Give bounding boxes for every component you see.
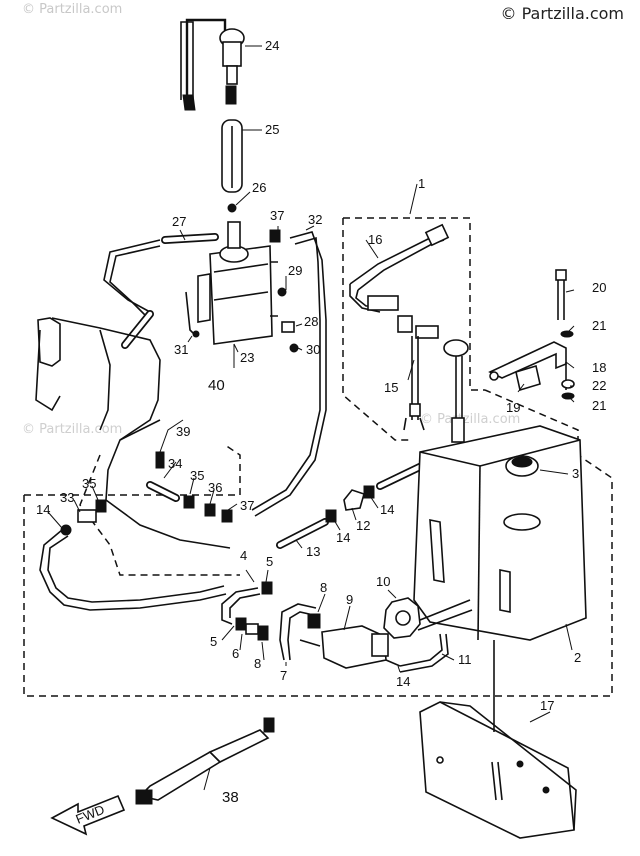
label-40: 40 bbox=[208, 377, 225, 394]
label-14c: 14 bbox=[380, 502, 394, 517]
label-32: 32 bbox=[308, 212, 322, 227]
label-29: 29 bbox=[288, 263, 302, 278]
fuel-pump-9[interactable] bbox=[257, 613, 401, 669]
watermark-top: © Partzilla.com bbox=[500, 4, 624, 23]
label-8b: 8 bbox=[254, 656, 261, 671]
label-19: 19 bbox=[506, 400, 520, 415]
label-23: 23 bbox=[240, 350, 254, 365]
engine-fittings-lower[interactable] bbox=[60, 451, 233, 536]
label-30: 30 bbox=[306, 342, 320, 357]
label-17: 17 bbox=[540, 698, 554, 713]
label-31: 31 bbox=[174, 342, 188, 357]
tank-strap-18[interactable] bbox=[488, 341, 567, 390]
label-35a: 35 bbox=[82, 476, 96, 491]
label-6: 6 bbox=[232, 646, 239, 661]
watermark-mid-right: © Partzilla.com bbox=[420, 412, 521, 427]
label-35b: 35 bbox=[190, 468, 204, 483]
watermark-top-left: © Partzilla.com bbox=[22, 2, 123, 17]
label-5b: 5 bbox=[210, 634, 217, 649]
label-34: 34 bbox=[168, 456, 182, 471]
label-33: 33 bbox=[60, 490, 74, 505]
strap-clip-19[interactable] bbox=[515, 364, 541, 392]
label-12: 12 bbox=[356, 518, 370, 533]
fuel-connector-10[interactable] bbox=[383, 597, 421, 639]
label-16: 16 bbox=[368, 232, 382, 247]
label-8a: 8 bbox=[320, 580, 327, 595]
hose-27[interactable] bbox=[161, 233, 219, 244]
label-4: 4 bbox=[240, 548, 247, 563]
label-15: 15 bbox=[384, 380, 398, 395]
bracket-17[interactable] bbox=[419, 640, 577, 839]
fuel-tank-2[interactable] bbox=[413, 425, 587, 641]
label-26: 26 bbox=[252, 180, 266, 195]
label-22: 22 bbox=[592, 378, 606, 393]
fwd-arrow-icon: FWD bbox=[50, 794, 126, 836]
fuel-line-38[interactable] bbox=[135, 717, 275, 805]
tube-25[interactable] bbox=[221, 119, 243, 193]
hose-7[interactable] bbox=[279, 603, 319, 661]
tank-cap-3[interactable] bbox=[539, 469, 569, 475]
hose-to-tank[interactable] bbox=[417, 599, 473, 631]
label-21a: 21 bbox=[592, 318, 606, 333]
label-27: 27 bbox=[172, 214, 186, 229]
hose-left-loop[interactable] bbox=[103, 239, 161, 349]
oil-level-gauge-24[interactable] bbox=[180, 18, 245, 111]
label-37a: 37 bbox=[270, 208, 284, 223]
label-38: 38 bbox=[222, 789, 239, 806]
part-labels: 24 25 26 27 37 32 29 28 30 31 23 40 1 16… bbox=[36, 38, 606, 806]
hose-32[interactable] bbox=[251, 231, 327, 517]
label-1: 1 bbox=[418, 176, 425, 191]
hose-11[interactable] bbox=[399, 633, 449, 673]
label-13: 13 bbox=[306, 544, 320, 559]
label-9: 9 bbox=[346, 592, 353, 607]
label-36: 36 bbox=[208, 480, 222, 495]
label-24: 24 bbox=[265, 38, 279, 53]
label-2: 2 bbox=[574, 650, 581, 665]
hose-14-left[interactable] bbox=[39, 529, 227, 611]
label-20: 20 bbox=[592, 280, 606, 295]
label-18: 18 bbox=[592, 360, 606, 375]
label-28: 28 bbox=[304, 314, 318, 329]
strap-bolt-20[interactable] bbox=[555, 269, 575, 400]
label-21b: 21 bbox=[592, 398, 606, 413]
oil-reservoir-23[interactable] bbox=[197, 221, 278, 345]
label-14b: 14 bbox=[336, 530, 350, 545]
label-37b: 37 bbox=[240, 498, 254, 513]
label-10: 10 bbox=[376, 574, 390, 589]
fuel-pickup-16[interactable] bbox=[349, 223, 469, 357]
fitting-26[interactable] bbox=[227, 203, 237, 213]
hose-13[interactable] bbox=[276, 509, 337, 549]
label-3: 3 bbox=[572, 466, 579, 481]
leader-lines bbox=[47, 45, 575, 791]
label-14d: 14 bbox=[396, 674, 410, 689]
watermark-mid-left: © Partzilla.com bbox=[22, 422, 123, 437]
label-5a: 5 bbox=[266, 554, 273, 569]
label-11: 11 bbox=[458, 652, 472, 667]
assembly-boundaries bbox=[23, 217, 613, 697]
label-39: 39 bbox=[176, 424, 190, 439]
label-14a: 14 bbox=[36, 502, 50, 517]
label-7: 7 bbox=[280, 668, 287, 683]
engine-block bbox=[35, 317, 231, 549]
label-25: 25 bbox=[265, 122, 279, 137]
hose-4-5[interactable] bbox=[221, 581, 273, 635]
